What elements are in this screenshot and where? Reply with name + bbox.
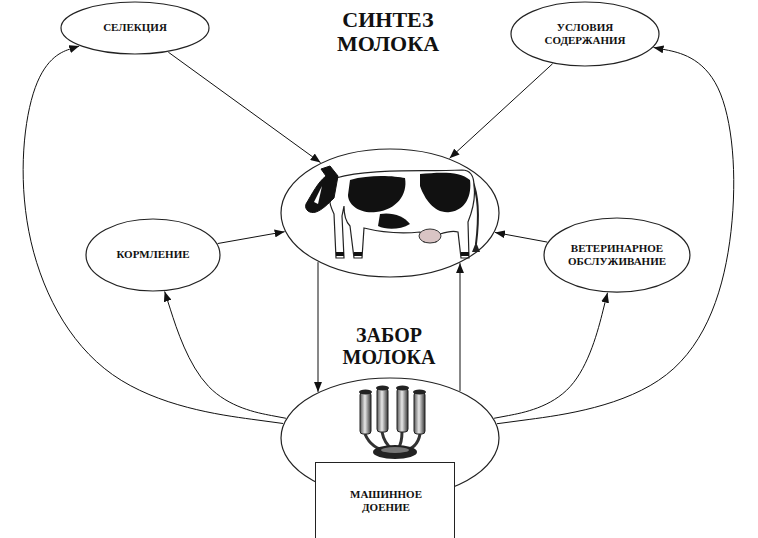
cow-patch [420,173,470,213]
node-text-group: МАШИННОЕ ДОЕНИЕ [331,488,441,514]
arrow-connector [168,52,320,162]
ellipse-shape [281,149,499,277]
milking-machine-illustration [359,386,426,460]
cow-udder [419,229,441,243]
cow-head [306,166,338,213]
cup-rim [396,386,409,391]
ellipse-shape [61,2,209,54]
ellipse-shape [544,218,690,292]
node-label: СЕЛЕКЦИЯ [103,21,167,34]
connector-group [23,46,734,424]
arrow-connector [495,232,547,242]
teat-cup [414,392,425,434]
node-label: УСЛОВИЯ СОДЕРЖАНИЯ [530,21,640,47]
node-text-group: КОРМЛЕНИЕ [116,248,189,261]
cow-illustration [306,166,480,258]
cup-rim [376,386,389,391]
node-text-group: ВЕТЕРИНАРНОЕ ОБСЛУЖИВАНИЕ [557,242,677,268]
section-label: ЗАБОР МОЛОКА [334,324,444,368]
caption-box: МАШИННОЕ ДОЕНИЕ [315,462,455,538]
cup-rim [413,390,426,395]
teat-cup [397,388,408,432]
arrow-connector [218,232,285,244]
node-label: ВЕТЕРИНАРНОЕ ОБСЛУЖИВАНИЕ [557,242,677,268]
ellipse-outline [280,148,500,278]
arrow-connector [460,263,461,391]
ellipse-node [280,148,500,278]
cow-patch [348,176,405,212]
arrow-connector [497,47,734,423]
ellipse-node: ВЕТЕРИНАРНОЕ ОБСЛУЖИВАНИЕ [543,217,691,293]
milk-collector [373,445,417,459]
ellipse-node: УСЛОВИЯ СОДЕРЖАНИЯ [510,1,660,67]
node-label: КОРМЛЕНИЕ [116,248,189,261]
cow-blaze [314,186,322,204]
arrow-connector [318,262,319,392]
ellipse-shape [86,219,220,291]
arrow-connector [494,293,607,419]
cow-body [329,170,474,258]
node-text-group: СЕЛЕКЦИЯ [103,21,167,34]
teat-cup [377,388,388,432]
ellipse-shape [511,2,659,66]
arrow-connector [23,46,283,423]
ellipse-node: СЕЛЕКЦИЯ [60,1,210,55]
cow-patch [378,213,410,228]
arrow-connector [450,64,553,159]
arrow-connector [165,291,286,418]
diagram-title: СИНТЕЗ МОЛОКА [303,8,473,56]
node-text-group: УСЛОВИЯ СОДЕРЖАНИЯ [530,21,640,47]
teat-cup [360,392,371,434]
node-label: МАШИННОЕ ДОЕНИЕ [331,488,441,514]
cow-hooves [336,252,469,256]
collector-top [381,447,409,453]
cup-rim [359,390,372,395]
ellipse-node: КОРМЛЕНИЕ [85,218,221,292]
